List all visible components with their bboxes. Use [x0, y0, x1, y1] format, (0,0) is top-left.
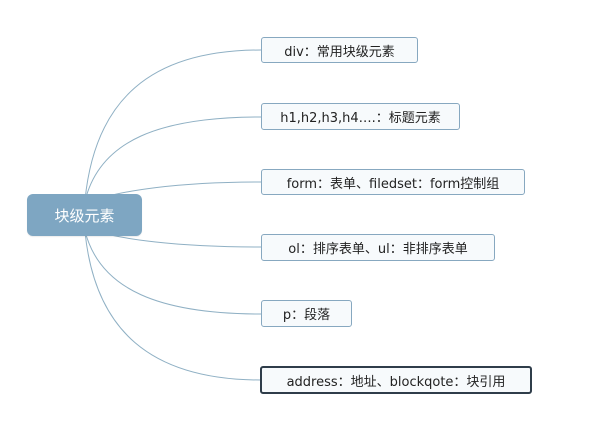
connector-div: [84, 49, 262, 201]
branch-lists[interactable]: ol：排序表单、ul：非排序表单: [261, 234, 495, 261]
central-topic-label: 块级元素: [54, 206, 115, 225]
connector-paragraph: [84, 230, 262, 315]
connector-headings: [84, 116, 262, 202]
branch-form[interactable]: form：表单、filedset：form控制组: [261, 169, 525, 195]
connector-address: [84, 231, 262, 381]
branch-paragraph-label: p：段落: [282, 308, 331, 323]
branch-paragraph[interactable]: p：段落: [261, 300, 352, 327]
branch-div[interactable]: div：常用块级元素: [261, 37, 418, 63]
branch-div-label: div：常用块级元素: [284, 44, 395, 60]
central-topic[interactable]: 块级元素: [27, 194, 142, 236]
branch-headings-label: h1,h2,h3,h4….：标题元素: [280, 111, 441, 126]
branch-address[interactable]: address：地址、blockqote：块引用: [260, 366, 532, 394]
branch-headings[interactable]: h1,h2,h3,h4….：标题元素: [261, 103, 460, 130]
branch-address-label: address：地址、blockqote：块引用: [286, 374, 506, 390]
branch-form-label: form：表单、filedset：form控制组: [286, 176, 500, 192]
branch-lists-label: ol：排序表单、ul：非排序表单: [288, 242, 468, 257]
